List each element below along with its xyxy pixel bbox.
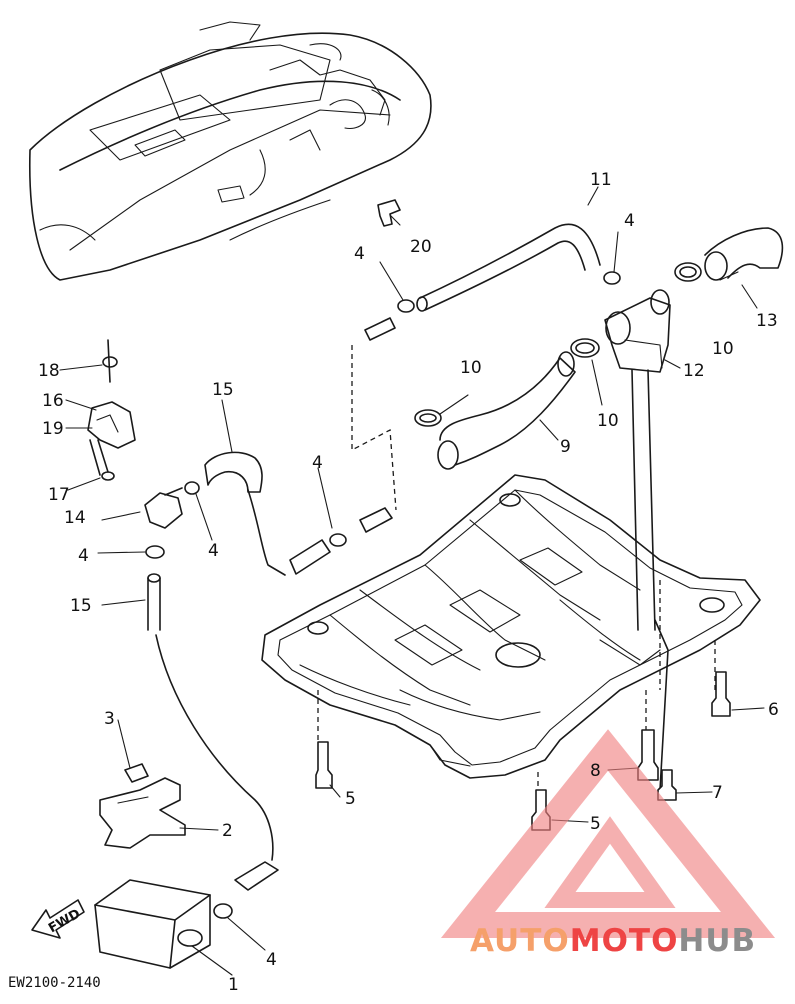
callout-1: 1 [228,975,239,995]
hull-top-drawing [28,21,432,281]
watermark-auto: AUTO [470,923,570,959]
callout-labels: 11 4 4 20 10 13 12 10 10 9 15 4 4 4 14 1… [8,170,779,995]
leader-lines [59,186,765,976]
callout-4: 4 [312,453,323,473]
bolts [315,671,731,831]
callout-15: 15 [70,596,92,616]
hose-11 [416,223,601,312]
fwd-arrow-icon: FWD [31,899,85,939]
hose-9 [437,351,576,470]
callout-17: 17 [48,485,70,505]
callout-16: 16 [42,391,64,411]
hose-13 [704,227,784,281]
callout-18: 18 [38,361,60,381]
callout-19: 19 [42,419,64,439]
callout-8: 8 [590,761,601,781]
callout-5: 5 [345,789,356,809]
watermark-logo [440,729,776,938]
watermark-hub: HUB [678,923,756,959]
callout-4: 4 [208,541,219,561]
callout-10: 10 [712,339,734,359]
elbow-14 [144,487,183,529]
hose-15-lower [147,573,161,631]
callout-2: 2 [222,821,233,841]
drain-tube [631,369,669,791]
bracket-2 [99,777,186,849]
callout-4: 4 [266,950,277,970]
watermark-moto: MOTO [570,923,679,959]
box-1 [94,879,211,969]
callout-10: 10 [460,358,482,378]
callout-3: 3 [104,709,115,729]
engine-mount-plate [261,474,761,779]
hose-15-upper [204,451,263,493]
watermark-triangle-icon [440,729,776,938]
dashed-routing [317,345,716,800]
fitting-12 [604,289,671,373]
callout-13: 13 [756,311,778,331]
callout-5: 5 [590,814,601,834]
callout-6: 6 [768,700,779,720]
long-tube-connector [155,317,396,891]
watermark-text: AUTOMOTOHUB [470,923,756,959]
hose-clamps [145,262,702,919]
callout-4: 4 [624,211,635,231]
callout-4: 4 [78,546,89,566]
callout-4: 4 [354,244,365,264]
callout-14: 14 [64,508,86,528]
diagram-code: EW2100-2140 [8,975,101,991]
callout-20: 20 [410,237,432,257]
screw-3 [124,763,149,783]
bracket-16-19 [87,339,136,481]
callout-15: 15 [212,380,234,400]
callout-7: 7 [712,783,723,803]
callout-11: 11 [590,170,612,190]
callout-12: 12 [683,361,705,381]
callout-10: 10 [597,411,619,431]
fitting-20 [377,199,401,227]
callout-9: 9 [560,437,571,457]
